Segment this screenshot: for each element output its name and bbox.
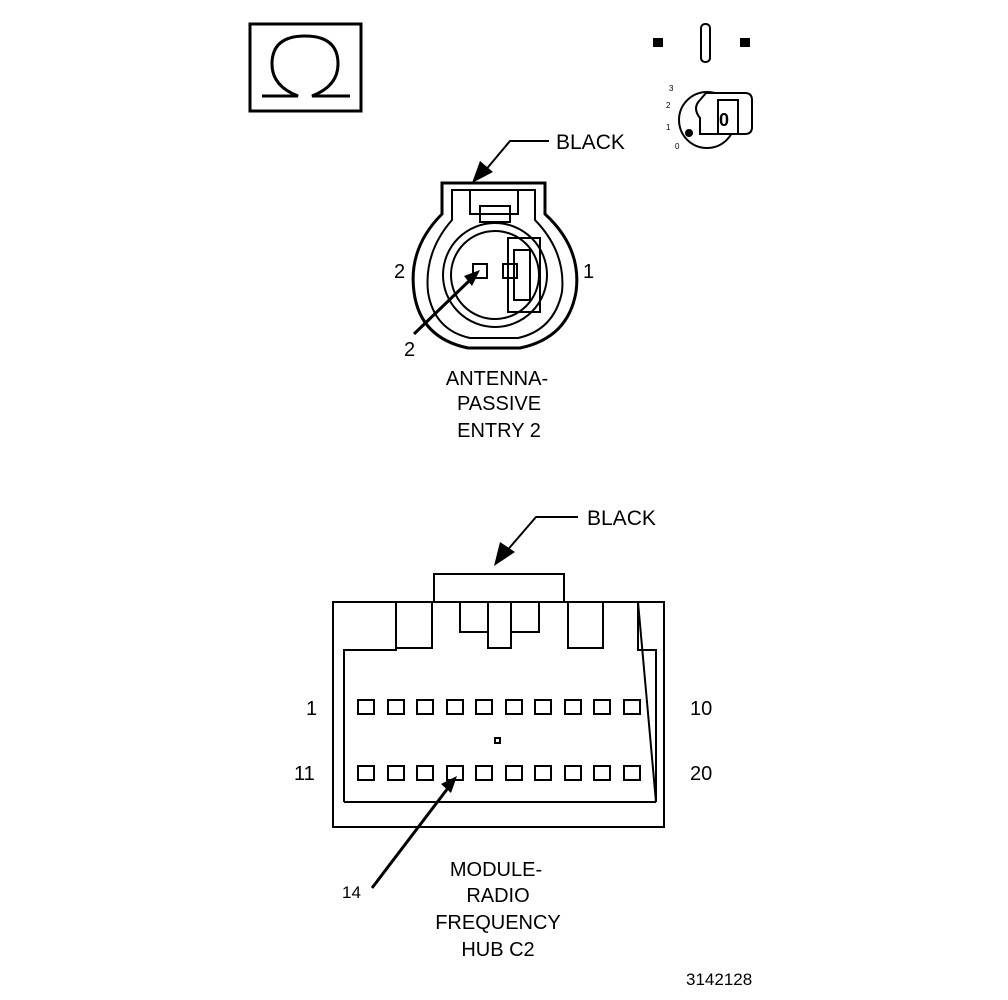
row2-end-label: 20: [690, 763, 712, 785]
row1-end-label: 10: [690, 698, 712, 720]
omega-ground-icon: [248, 22, 363, 113]
connector-title-line-2: PASSIVE: [457, 393, 541, 415]
row1-start-label: 1: [306, 698, 317, 720]
pin-row-1: [357, 699, 641, 715]
connector-title-line-1: MODULE-: [450, 859, 542, 881]
connector-title-line-4: HUB C2: [461, 939, 534, 961]
ignition-position-2: 2: [666, 101, 671, 110]
pin-label-left: 2: [394, 261, 405, 283]
connector-color-label: BLACK: [587, 507, 656, 530]
pin-row-2: [357, 765, 641, 781]
ignition-position-0: 0: [675, 142, 680, 151]
keying-mark: [494, 737, 501, 744]
pin-callout: 14: [342, 883, 361, 902]
rf-hub-connector: BLACK: [294, 507, 712, 961]
row2-start-label: 11: [294, 763, 315, 785]
figure-number: 3142128: [686, 970, 752, 989]
connector-title-line-3: FREQUENCY: [435, 912, 561, 934]
connector-title-line-2: RADIO: [466, 885, 529, 907]
ignition-position-3: 3: [669, 84, 674, 93]
antenna-connector: BLACK 2 1 2 ANTENNA- PASSIVE ENTRY 2: [394, 131, 625, 442]
pin-label-right: 1: [583, 261, 594, 283]
connector-color-label: BLACK: [556, 131, 625, 154]
arrow-head: [494, 542, 515, 566]
arrow-head: [472, 161, 493, 183]
ignition-key-icon: 3 2 1 0 0: [653, 23, 753, 151]
key-label: 0: [719, 110, 729, 130]
connector-title-line-1: ANTENNA-: [446, 368, 548, 390]
ignition-position-1: 1: [666, 123, 671, 132]
connector-title-line-3: ENTRY 2: [457, 420, 541, 442]
pin-callout: 2: [404, 339, 415, 361]
